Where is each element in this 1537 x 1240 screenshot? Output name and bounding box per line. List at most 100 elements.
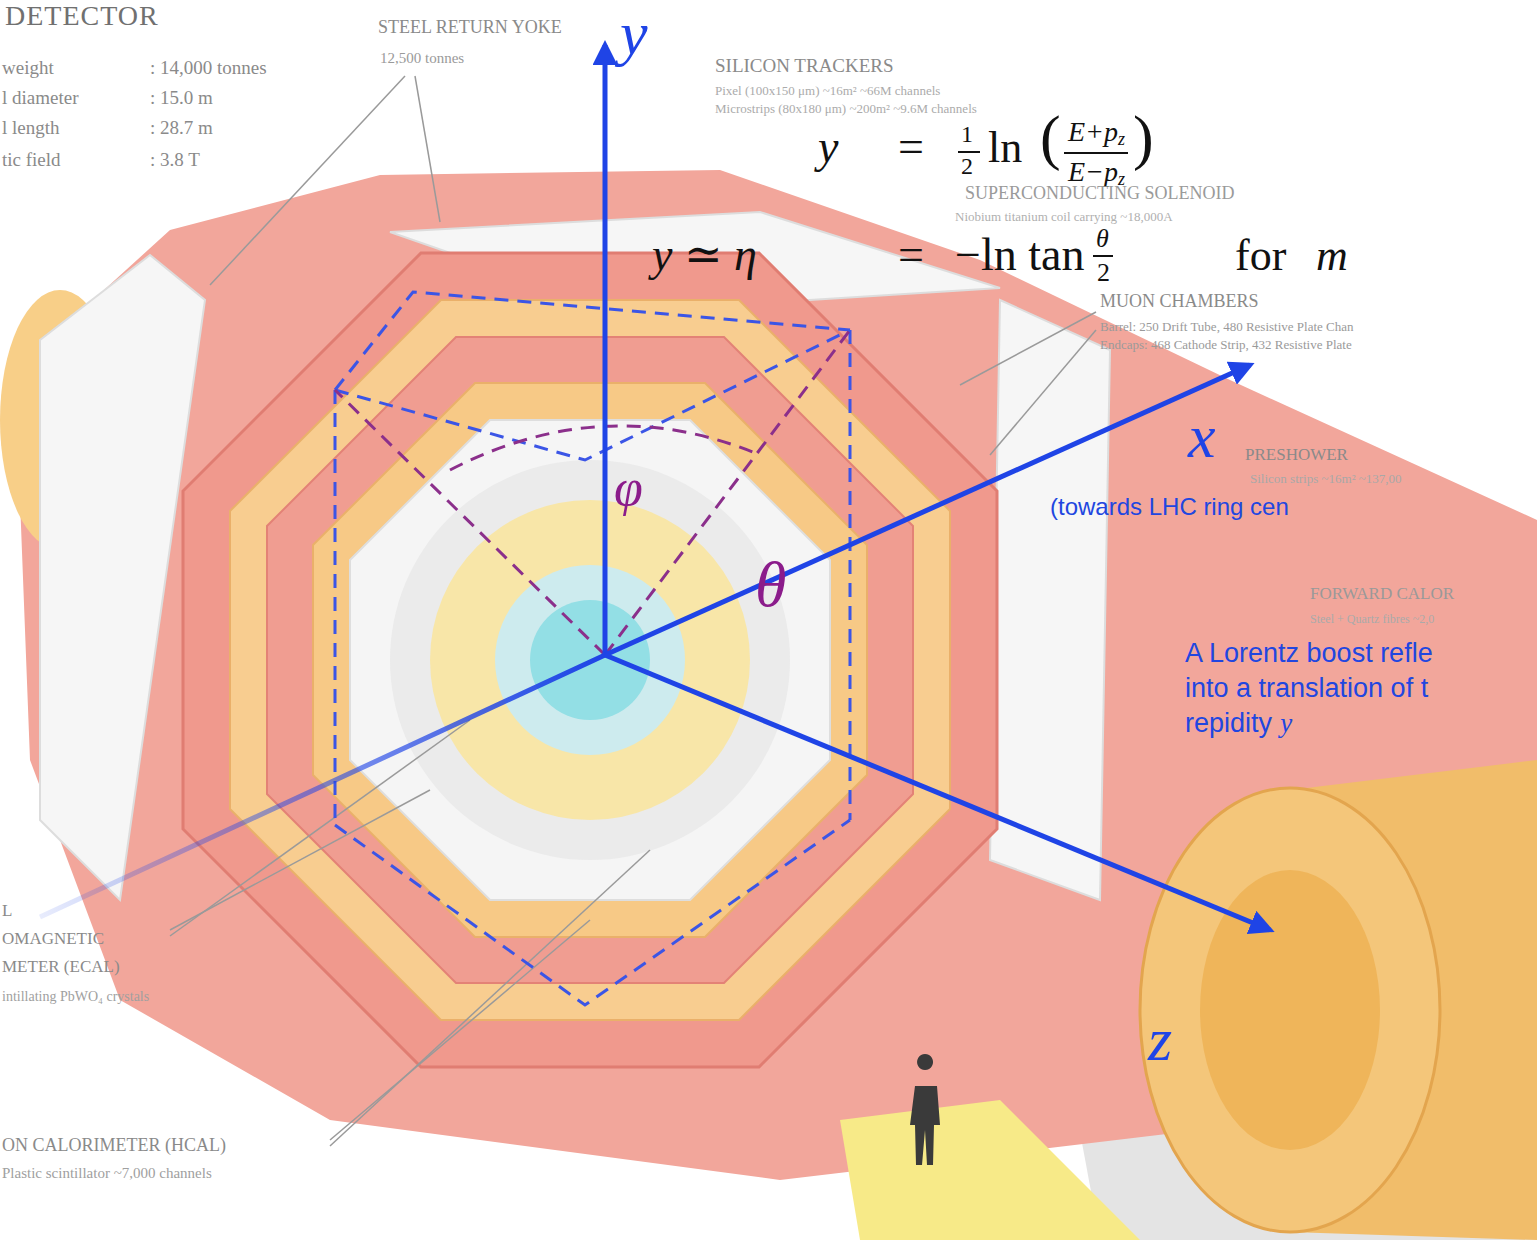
part-note: Niobium titanium coil carrying ~18,000A	[955, 209, 1173, 224]
angle-label: θ	[755, 549, 786, 620]
spec-text: : 15.0 m	[150, 87, 213, 108]
axis-line	[603, 45, 608, 655]
part-label-group: STEEL RETURN YOKE	[378, 18, 562, 36]
part-label-group: PRESHOWER	[1245, 446, 1348, 463]
part-note-group: 12,500 tonnes	[380, 50, 464, 66]
formula-term: 2	[1097, 258, 1110, 287]
yoke-slab	[990, 300, 1110, 900]
angle-lines	[335, 330, 850, 655]
formula-term-group: =	[898, 232, 924, 278]
spec-text: tic field	[2, 149, 61, 170]
formula-term: (	[1040, 103, 1061, 171]
fraction-bar	[958, 151, 980, 153]
formula-term-group: (	[1040, 106, 1061, 168]
yoke-slab	[40, 255, 205, 900]
part-label: L	[2, 901, 12, 920]
formula-term: m	[1316, 231, 1348, 280]
part-label: OMAGNETIC	[2, 929, 104, 948]
formula-term-group: 2	[1097, 260, 1110, 286]
note-text: repidity	[1185, 708, 1272, 738]
formula-term-group: m	[1316, 234, 1348, 278]
angle-label-group: φ	[614, 462, 643, 514]
spec-text: weight	[2, 57, 54, 78]
part-label-group: SILICON TRACKERS	[715, 56, 894, 75]
part-label: SUPERCONDUCTING SOLENOID	[965, 183, 1235, 203]
part-label: SILICON TRACKERS	[715, 55, 894, 76]
spec-text-group: l length	[2, 118, 60, 137]
part-label-group: FORWARD CALOR	[1310, 585, 1454, 602]
spec-text: : 3.8 T	[150, 149, 200, 170]
formula-term-group: )	[1133, 106, 1154, 168]
formula-term: y	[818, 121, 838, 172]
fraction-bar	[1093, 255, 1113, 257]
note-text-group: into a translation of t	[1185, 675, 1428, 702]
spec-text: l diameter	[2, 87, 79, 108]
formula-term: −ln tan	[955, 229, 1084, 280]
note-text: into a translation of t	[1185, 673, 1428, 703]
part-note: 12,500 tonnes	[380, 50, 464, 66]
angle-label-group: θ	[755, 553, 786, 617]
formula-term: )	[1133, 103, 1154, 171]
axis-label: y	[620, 0, 648, 67]
formula-term: θ	[1096, 224, 1109, 253]
axis-label-group: z	[1148, 1008, 1172, 1070]
part-label: METER (ECAL)	[2, 957, 120, 976]
platform	[840, 1100, 1140, 1240]
part-note: Steel + Quartz fibres ~2,0	[1310, 612, 1434, 626]
part-label: STEEL RETURN YOKE	[378, 17, 562, 37]
formula-term-group: 2	[961, 154, 973, 178]
formula-term: z	[1118, 129, 1125, 149]
axis-label-group: x	[1188, 405, 1216, 467]
axis-label-group: y	[620, 2, 648, 64]
formula-term: 2	[961, 153, 973, 179]
formula-term-group: y ≃ η	[652, 232, 757, 278]
axis-line	[605, 655, 1270, 930]
leader-lines	[170, 76, 1096, 1146]
heading-text: DETECTOR	[5, 0, 159, 31]
part-note: Microstrips (80x180 μm) ~200m² ~9.6M cha…	[715, 101, 977, 116]
detector-body	[20, 170, 1537, 1180]
note-text-group: repidity y	[1185, 710, 1292, 737]
heading-text-group: DETECTOR	[5, 2, 159, 30]
part-note-group: Barrel: 250 Drift Tube, 480 Resistive Pl…	[1100, 318, 1353, 334]
note-text: A Lorentz boost refle	[1185, 638, 1433, 668]
part-note: Barrel: 250 Drift Tube, 480 Resistive Pl…	[1100, 319, 1353, 334]
part-label: FORWARD CALOR	[1310, 584, 1454, 603]
spec-text: : 28.7 m	[150, 117, 213, 138]
part-label: PRESHOWER	[1245, 445, 1348, 464]
part-note-group: Silicon strips ~16m² ~137,00	[1250, 470, 1402, 486]
spec-text-group: tic field	[2, 150, 61, 169]
axis-label: z	[1148, 1005, 1172, 1073]
formula-term: =	[898, 229, 924, 280]
axis-line	[40, 655, 605, 917]
formula-term-group: for	[1235, 234, 1286, 278]
part-note: Plastic scintillator ~7,000 channels	[2, 1165, 212, 1181]
part-note-group: Microstrips (80x180 μm) ~200m² ~9.6M cha…	[715, 100, 977, 116]
part-label-group: OMAGNETIC	[2, 930, 104, 947]
part-note: intillating PbWO₄ crystals	[2, 989, 149, 1004]
axis-note: (towards LHC ring cen	[1050, 493, 1289, 520]
note-text-group: A Lorentz boost refle	[1185, 640, 1433, 667]
part-label: ON CALORIMETER (HCAL)	[2, 1135, 226, 1155]
person-silhouette	[910, 1054, 940, 1165]
part-note-group: Steel + Quartz fibres ~2,0	[1310, 610, 1434, 626]
formula-term-group: ln	[988, 126, 1022, 170]
part-note-group: Niobium titanium coil carrying ~18,000A	[955, 208, 1173, 224]
formula-term: E−p	[1068, 156, 1118, 187]
part-label-group: MUON CHAMBERS	[1100, 292, 1259, 310]
part-label-group: L	[2, 902, 12, 919]
formula-term-group: −ln tan	[955, 232, 1084, 278]
formula-term-group: 1	[961, 122, 973, 146]
formula-term-group: E+pz	[1068, 118, 1125, 148]
spec-text: : 14,000 tonnes	[150, 57, 267, 78]
part-label-group: SUPERCONDUCTING SOLENOID	[965, 184, 1235, 202]
note-text: y	[1280, 708, 1292, 738]
formula-term: for	[1235, 231, 1286, 280]
part-note: Endcaps: 468 Cathode Strip, 432 Resistiv…	[1100, 337, 1352, 352]
part-note: Pixel (100x150 μm) ~16m² ~66M channels	[715, 83, 940, 98]
formula-term-group: θ	[1096, 226, 1109, 252]
formula-term: =	[898, 121, 924, 172]
formula-term: E+p	[1068, 116, 1118, 147]
